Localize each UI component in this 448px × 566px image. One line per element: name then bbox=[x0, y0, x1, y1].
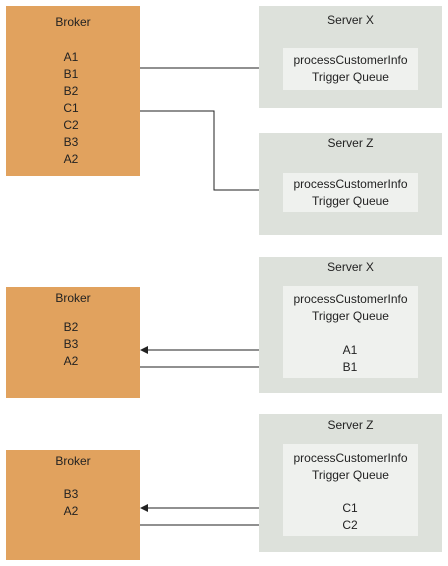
queue-item: C1 bbox=[342, 501, 358, 515]
broker-item: A2 bbox=[63, 504, 79, 518]
queue-label: processCustomerInfo bbox=[293, 53, 408, 67]
broker-item: A1 bbox=[63, 50, 79, 64]
broker-title: Broker bbox=[55, 291, 91, 305]
queue-label: processCustomerInfo bbox=[293, 177, 408, 191]
server-box-z-1: Server Z processCustomerInfo Trigger Que… bbox=[259, 133, 442, 235]
queue-sublabel: Trigger Queue bbox=[312, 194, 389, 208]
broker-item: B3 bbox=[63, 135, 79, 149]
queue-sublabel: Trigger Queue bbox=[312, 70, 389, 84]
server-title: Server Z bbox=[327, 418, 374, 432]
server-title: Server X bbox=[327, 260, 374, 274]
broker-item: C1 bbox=[63, 101, 79, 115]
broker-item: B2 bbox=[63, 84, 79, 98]
broker-title: Broker bbox=[55, 15, 91, 29]
broker-item: B2 bbox=[63, 320, 79, 334]
broker-item: C2 bbox=[63, 118, 79, 132]
server-box-x-2: Server X processCustomerInfo Trigger Que… bbox=[259, 257, 442, 393]
broker-item: A2 bbox=[63, 152, 79, 166]
queue-sublabel: Trigger Queue bbox=[312, 468, 389, 482]
queue-label: processCustomerInfo bbox=[293, 451, 408, 465]
broker-item: B3 bbox=[63, 487, 79, 501]
queue-item: B1 bbox=[342, 360, 358, 374]
queue-sublabel: Trigger Queue bbox=[312, 309, 389, 323]
broker-item: B1 bbox=[63, 67, 79, 81]
broker-box-1: Broker A1 B1 B2 C1 C2 B3 A2 bbox=[6, 6, 140, 176]
trigger-queue: processCustomerInfo Trigger Queue C1 C2 bbox=[283, 444, 418, 536]
broker-box-2: Broker B2 B3 A2 bbox=[6, 287, 140, 398]
server-title: Server Z bbox=[327, 136, 374, 150]
trigger-queue: processCustomerInfo Trigger Queue bbox=[283, 173, 418, 212]
server-title: Server X bbox=[327, 13, 374, 27]
trigger-queue: processCustomerInfo Trigger Queue bbox=[283, 48, 418, 90]
broker-title: Broker bbox=[55, 454, 91, 468]
queue-label: processCustomerInfo bbox=[293, 292, 408, 306]
broker-item: B3 bbox=[63, 337, 79, 351]
broker-item: A2 bbox=[63, 354, 79, 368]
trigger-queue: processCustomerInfo Trigger Queue A1 B1 bbox=[283, 286, 418, 378]
queue-item: C2 bbox=[342, 518, 358, 532]
arrow-c1-c2-to-server-z bbox=[96, 110, 283, 194]
broker-box-3: Broker B3 A2 bbox=[6, 450, 140, 560]
queue-item: A1 bbox=[342, 343, 358, 357]
server-box-z-2: Server Z processCustomerInfo Trigger Que… bbox=[259, 414, 442, 552]
server-box-x-1: Server X processCustomerInfo Trigger Que… bbox=[259, 6, 442, 108]
